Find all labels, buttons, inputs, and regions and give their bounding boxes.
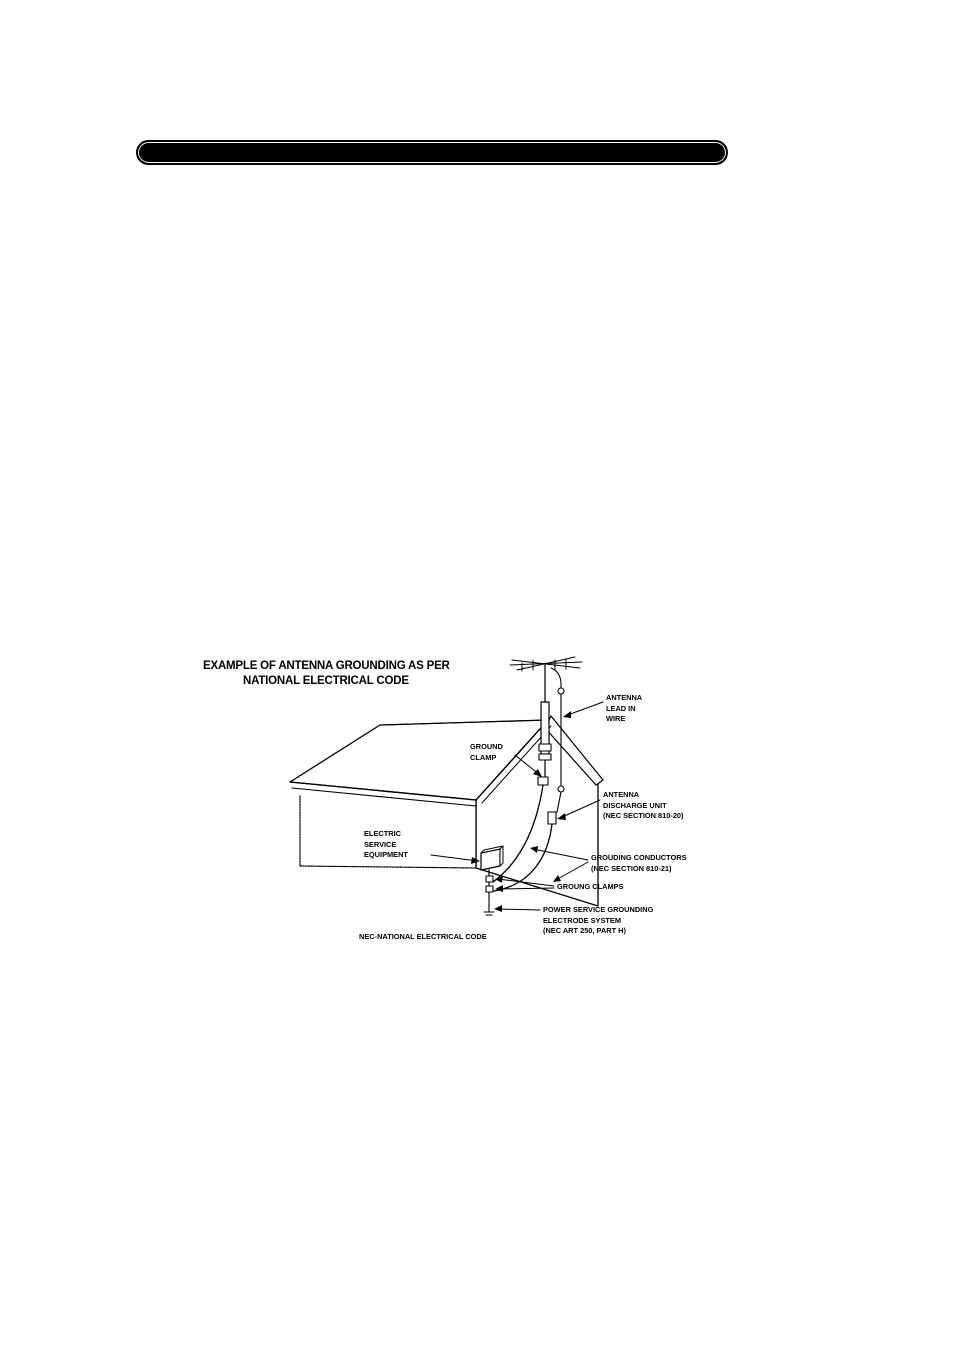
- roof-gable-line: [475, 719, 549, 801]
- label-antenna-discharge-unit: ANTENNA DISCHARGE UNIT (NEC SECTION 810-…: [603, 790, 684, 820]
- roof-fascia: [289, 781, 477, 801]
- grounding-conductor-discharge: [493, 823, 553, 892]
- ground-clamp-lower: [485, 885, 494, 893]
- grounding-conductor-mast: [492, 784, 544, 883]
- ground-clamp-upper: [485, 875, 494, 883]
- tv-antenna: [509, 656, 583, 672]
- label-ground-clamp: GROUND CLAMP: [470, 742, 503, 762]
- label-antenna-lead-in-wire: ANTENNA LEAD IN WIRE: [606, 693, 643, 723]
- antenna-lead-in: [547, 667, 565, 825]
- figure-footer-note: NEC-NATIONAL ELECTRICAL CODE: [359, 932, 487, 941]
- figure-title-line-1: EXAMPLE OF ANTENNA GROUNDING AS PER: [203, 660, 450, 672]
- label-power-service-grounding: POWER SERVICE GROUNDING ELECTRODE SYSTEM…: [543, 905, 654, 935]
- electric-service-box: [480, 845, 504, 871]
- roof-ridge: [379, 719, 549, 726]
- label-leaders: [430, 701, 604, 912]
- house-side-wall-outline: [299, 795, 477, 869]
- roof-fascia-lower: [291, 787, 477, 807]
- label-electric-service-equipment: ELECTRIC SERVICE EQUIPMENT: [364, 829, 408, 859]
- antenna-mast: [538, 664, 552, 781]
- section-header-bar: [136, 140, 728, 165]
- house-side-wall: [300, 793, 476, 868]
- figure-title-line-2: NATIONAL ELECTRICAL CODE: [243, 675, 409, 687]
- grounding-electrode: [483, 897, 495, 916]
- roof-gable-line-inner: [481, 725, 552, 804]
- mast-ground-clamp: [537, 776, 549, 786]
- label-grounding-conductors: GROUDING CONDUCTORS (NEC SECTION 810-21): [591, 853, 687, 873]
- label-ground-clamps: GROUNG CLAMPS: [557, 882, 624, 891]
